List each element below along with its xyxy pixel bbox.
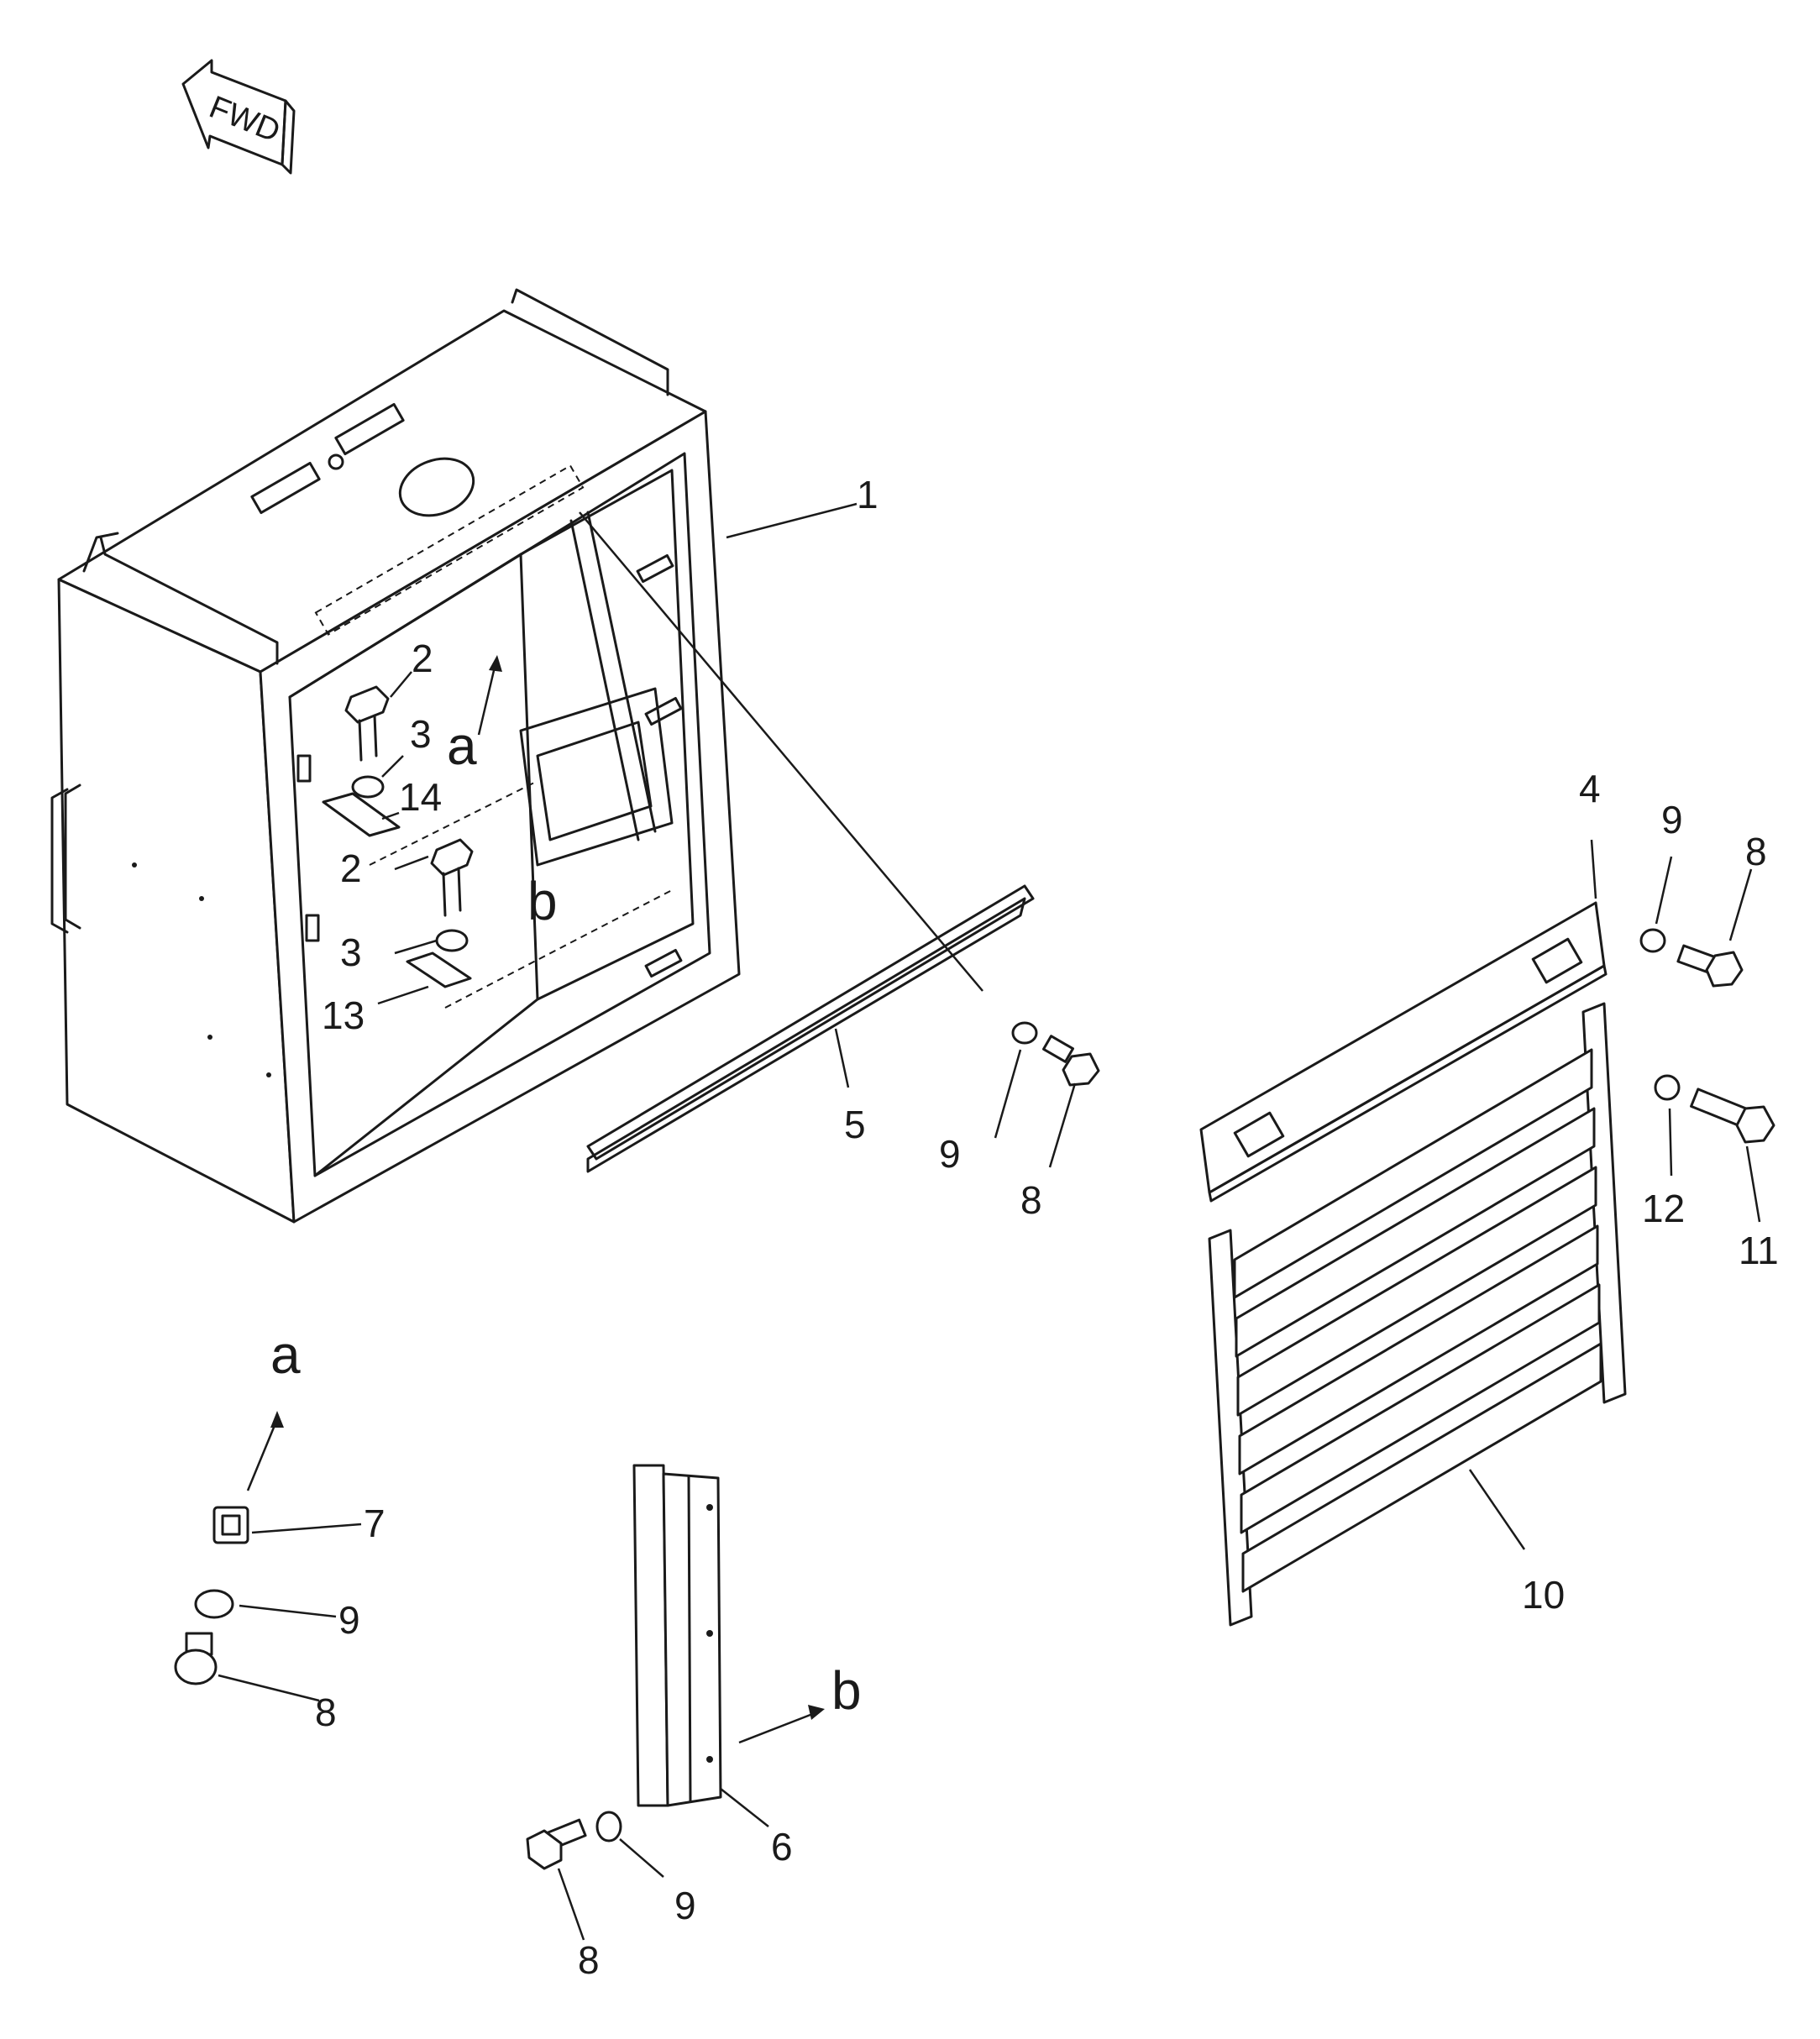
- clip-7: [212, 1506, 249, 1544]
- grille-10: [1208, 1002, 1627, 1627]
- callout-8-detail-a: 8: [315, 1690, 337, 1734]
- bolt-8-detail-b: [526, 1818, 587, 1870]
- main-box-frame: [50, 288, 741, 1224]
- detail-ref-b-detail: b: [831, 1660, 862, 1721]
- washer-3-upper: [351, 775, 385, 799]
- washer-9-detail-a: [194, 1589, 234, 1619]
- callout-9-plate: 9: [1661, 798, 1683, 841]
- callout-7: 7: [364, 1502, 386, 1545]
- callout-9-strip: 9: [939, 1132, 961, 1176]
- bolt-8-detail-a: [174, 1632, 218, 1685]
- channel-6: [632, 1464, 722, 1807]
- callout-3-upper: 3: [410, 712, 432, 756]
- callout-8-strip: 8: [1020, 1178, 1042, 1222]
- callout-1: 1: [857, 473, 879, 516]
- callout-12: 12: [1642, 1187, 1685, 1230]
- detail-ref-b-main: b: [527, 871, 558, 931]
- callout-4: 4: [1579, 767, 1601, 810]
- plate-13: [406, 951, 472, 988]
- callout-9-detail-b: 9: [674, 1884, 696, 1927]
- bolt-2-upper: [344, 685, 390, 762]
- bolt-11: [1690, 1088, 1775, 1144]
- callout-6: 6: [771, 1825, 793, 1869]
- bolt-2-lower: [430, 838, 474, 917]
- callout-3-lower: 3: [340, 930, 362, 974]
- washer-9-detail-b: [595, 1811, 622, 1842]
- washer-12: [1654, 1074, 1681, 1101]
- callout-2-upper: 2: [412, 637, 433, 680]
- callout-13: 13: [322, 993, 365, 1037]
- callout-9-detail-a: 9: [338, 1598, 360, 1642]
- callout-10: 10: [1522, 1573, 1565, 1617]
- bolt-8-strip: [1042, 1035, 1100, 1087]
- plate-14: [322, 792, 401, 837]
- callout-8-detail-b: 8: [578, 1938, 600, 1982]
- bolt-8-plate: [1676, 944, 1744, 988]
- fwd-arrow: FWD: [181, 59, 296, 175]
- callout-5: 5: [844, 1103, 866, 1146]
- detail-ref-a-main: a: [447, 715, 477, 776]
- callout-8-plate: 8: [1745, 830, 1767, 873]
- top-plate-4: [1199, 901, 1608, 1203]
- strip-5: [579, 511, 1035, 1173]
- washer-9-strip: [1011, 1021, 1038, 1045]
- callout-14: 14: [399, 775, 442, 819]
- callout-2-lower: 2: [340, 847, 362, 890]
- callout-11: 11: [1739, 1229, 1779, 1272]
- detail-ref-a-detail: a: [270, 1324, 301, 1385]
- washer-9-plate: [1639, 928, 1666, 953]
